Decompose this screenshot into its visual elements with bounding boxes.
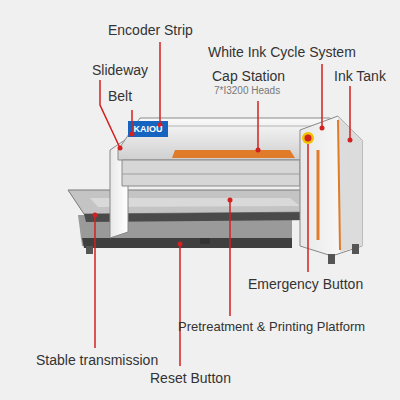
part-note: 7*I3200 Heads — [214, 85, 280, 97]
part-label: Belt — [108, 88, 132, 104]
head-carriage — [122, 160, 300, 186]
right-tower — [300, 116, 362, 256]
leader-dot — [118, 146, 123, 151]
leader-line — [321, 64, 323, 128]
leader-dot — [178, 242, 183, 247]
leader-dot — [320, 126, 325, 131]
part-label: Reset Button — [150, 370, 231, 386]
part-label: Stable transmission — [36, 352, 158, 368]
reset-button — [200, 238, 210, 244]
orange-accent — [172, 150, 295, 158]
leader-dot — [228, 198, 233, 203]
leader-line — [257, 101, 259, 150]
leader-line — [94, 215, 96, 348]
leader-line — [131, 110, 133, 134]
emergency-button-ring — [302, 132, 314, 144]
logo-text: KAIOU — [134, 124, 163, 134]
part-label: Slideway — [92, 62, 148, 78]
platform-top — [68, 190, 318, 214]
leader-line — [229, 200, 231, 316]
leader-line — [349, 86, 351, 140]
leader-line — [179, 244, 181, 366]
base-front — [82, 238, 292, 248]
leader-line — [307, 144, 309, 272]
leg — [328, 254, 335, 264]
leader-dot — [348, 138, 353, 143]
part-label: Cap Station — [212, 68, 285, 84]
logo-badge — [128, 121, 168, 137]
part-label: Ink Tank — [334, 68, 386, 84]
leader-dot — [256, 148, 261, 153]
leader-line — [159, 42, 161, 125]
emergency-button — [305, 135, 312, 142]
orange-accent — [338, 120, 340, 250]
part-label: Encoder Strip — [108, 22, 193, 38]
leg — [86, 246, 93, 254]
part-label: Pretreatment & Printing Platform — [178, 320, 365, 335]
leg — [352, 244, 359, 254]
slideway-rail — [122, 174, 300, 175]
leader-dot — [93, 213, 98, 218]
part-label: Emergency Button — [248, 276, 363, 292]
orange-accent — [317, 150, 320, 240]
part-label: White Ink Cycle System — [208, 44, 356, 60]
